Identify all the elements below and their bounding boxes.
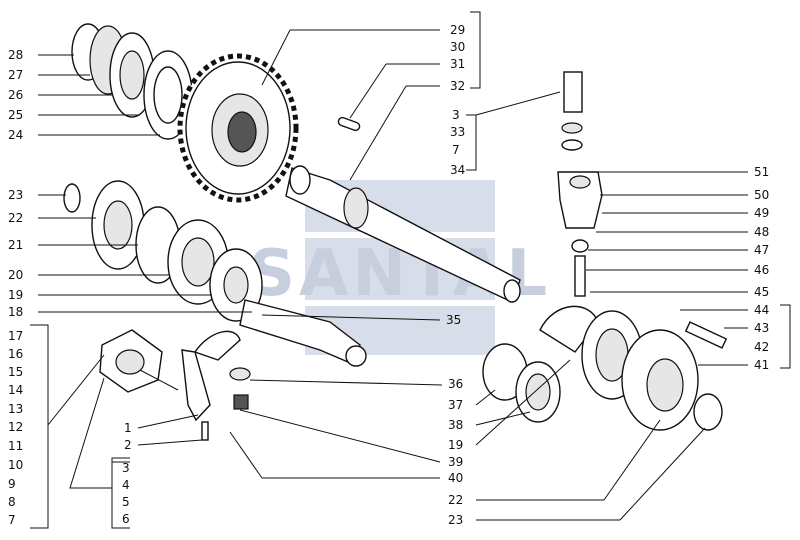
callout-9: 9 (8, 477, 16, 491)
washer-33 (561, 122, 583, 134)
callout-31: 31 (450, 57, 465, 71)
lower-shaft-assembly (63, 180, 367, 367)
leader-lines (30, 11, 791, 529)
callout-10: 10 (8, 458, 23, 472)
callout-32: 32 (450, 79, 465, 93)
callout-40: 40 (448, 471, 463, 485)
callout-2: 2 (124, 438, 132, 452)
callout-26: 26 (8, 88, 23, 102)
callout-4: 4 (122, 478, 130, 492)
callout-18: 18 (8, 305, 23, 319)
callout-8: 8 (8, 495, 16, 509)
upper-gear-cluster (71, 23, 299, 203)
nut-23b (693, 393, 723, 431)
callout-27: 27 (8, 68, 23, 82)
callout-22b: 22 (448, 493, 463, 507)
callout-47: 47 (754, 243, 769, 257)
callout-42: 42 (754, 340, 769, 354)
callout-36: 36 (448, 377, 463, 391)
callout-51: 51 (754, 165, 769, 179)
shift-fork-assembly (99, 329, 251, 441)
callout-1: 1 (124, 421, 132, 435)
callout-3b: 3 (452, 108, 460, 122)
callout-11: 11 (8, 439, 23, 453)
callout-23b: 23 (448, 513, 463, 527)
callout-41: 41 (754, 358, 769, 372)
bushing-47 (571, 239, 589, 253)
callout-45: 45 (754, 285, 769, 299)
callout-7b: 7 (452, 143, 460, 157)
lower-right-assembly (482, 305, 728, 431)
large-gear-29 (177, 53, 299, 203)
callout-43: 43 (754, 321, 769, 335)
callout-46: 46 (754, 263, 769, 277)
washer-7 (561, 139, 583, 151)
bolt-43 (684, 321, 728, 349)
callout-33: 33 (450, 125, 465, 139)
callout-6: 6 (122, 512, 130, 526)
callout-35: 35 (446, 313, 461, 327)
callout-37: 37 (448, 398, 463, 412)
callout-28: 28 (8, 48, 23, 62)
callout-24: 24 (8, 128, 23, 142)
pin-46 (574, 255, 586, 297)
upper-right-bracket (557, 71, 603, 297)
callout-34: 34 (450, 163, 465, 177)
callout-19b: 19 (448, 438, 463, 452)
callout-16: 16 (8, 347, 23, 361)
callout-15: 15 (8, 365, 23, 379)
callout-14: 14 (8, 383, 23, 397)
callout-22: 22 (8, 211, 23, 225)
callout-5: 5 (122, 495, 130, 509)
nut-23 (63, 183, 81, 213)
callout-25: 25 (8, 108, 23, 122)
callout-12: 12 (8, 420, 23, 434)
shift-fork (181, 349, 211, 422)
callout-19: 19 (8, 288, 23, 302)
callout-17: 17 (8, 329, 23, 343)
sensor-39 (233, 394, 249, 410)
callout-21: 21 (8, 238, 23, 252)
callout-44: 44 (754, 303, 769, 317)
callout-48: 48 (754, 225, 769, 239)
callout-38: 38 (448, 418, 463, 432)
callout-23: 23 (8, 188, 23, 202)
callout-49: 49 (754, 206, 769, 220)
callout-50: 50 (754, 188, 769, 202)
callout-39: 39 (448, 455, 463, 469)
bolt-3 (563, 71, 583, 113)
callout-20: 20 (8, 268, 23, 282)
bolt-2 (201, 421, 209, 441)
callout-3a: 3 (122, 461, 130, 475)
washer-36 (229, 367, 251, 381)
main-shaft-32 (285, 165, 521, 303)
callout-7: 7 (8, 513, 16, 527)
callout-29: 29 (450, 23, 465, 37)
key-31 (337, 116, 361, 132)
callout-labels: 28 27 26 25 24 23 22 21 20 19 18 17 16 1… (8, 23, 769, 527)
callout-30: 30 (450, 40, 465, 54)
callout-13: 13 (8, 402, 23, 416)
